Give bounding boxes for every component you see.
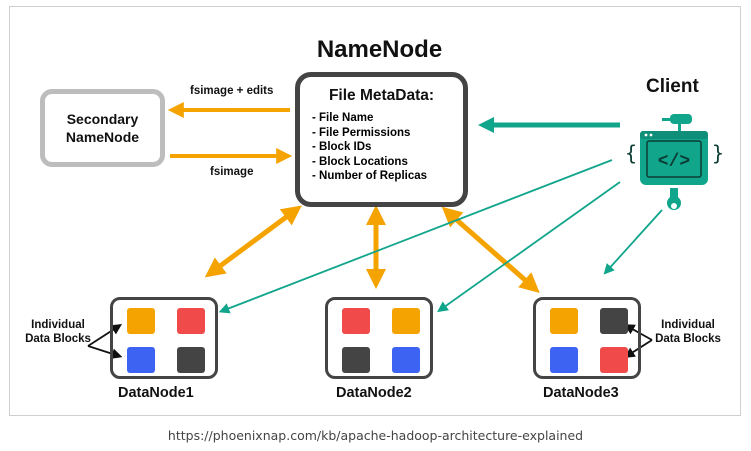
data-block [177,347,205,373]
arrow-namenode-datanode3 [441,206,540,293]
datanode3-box [533,297,641,379]
metadata-item-block-ids: - Block IDs [312,141,372,153]
datanode1-label: DataNode1 [118,385,194,401]
datanode2-label: DataNode2 [336,385,412,401]
data-block [392,308,420,334]
svg-text:}: } [712,141,725,165]
arrow-client-datanode2 [437,181,621,313]
data-block [392,347,420,373]
annotation-arrow-left-top [87,324,123,347]
datanode1-box [110,297,218,379]
page-title: NameNode [316,36,443,63]
data-block [550,308,578,334]
secondary-namenode-box: Secondary NameNode [40,89,165,167]
metadata-item-file-name: - File Name [312,112,374,124]
arrow-client-datanode1 [218,159,613,314]
source-caption: https://phoenixnap.com/kb/apache-hadoop-… [167,428,584,443]
datanode2-box [325,297,433,379]
datanode3-label: DataNode3 [543,385,619,401]
client-icon: </> { } [625,114,725,210]
metadata-item-number-of-replicas: - Number of Replicas [312,170,428,182]
data-block [127,308,155,334]
svg-text:{: { [625,141,638,165]
data-block [342,308,370,334]
data-block [600,347,628,373]
metadata-item-file-permissions: - File Permissions [312,126,411,139]
namenode-heading: File MetaData: [328,87,435,104]
data-block [600,308,628,334]
block-annotation-right: Individual Data Blocks [655,319,721,345]
metadata-item-block-locations: - Block Locations [312,155,408,168]
label-fsimage-edits: fsimage + edits [190,85,274,97]
arrow-client-datanode3 [603,209,663,275]
client-label: Client [646,76,699,97]
namenode-box: File MetaData: - File Name - File Permis… [295,72,468,207]
data-block [177,308,205,334]
annotation-arrow-left-bottom [87,345,123,359]
data-block [550,347,578,373]
label-fsimage: fsimage [210,166,254,178]
data-block [342,347,370,373]
arrow-namenode-datanode1 [204,205,302,278]
data-block [127,347,155,373]
svg-text:</>: </> [658,152,690,172]
block-annotation-left: Individual Data Blocks [25,319,91,345]
secondary-namenode-label: Secondary NameNode [65,111,140,145]
